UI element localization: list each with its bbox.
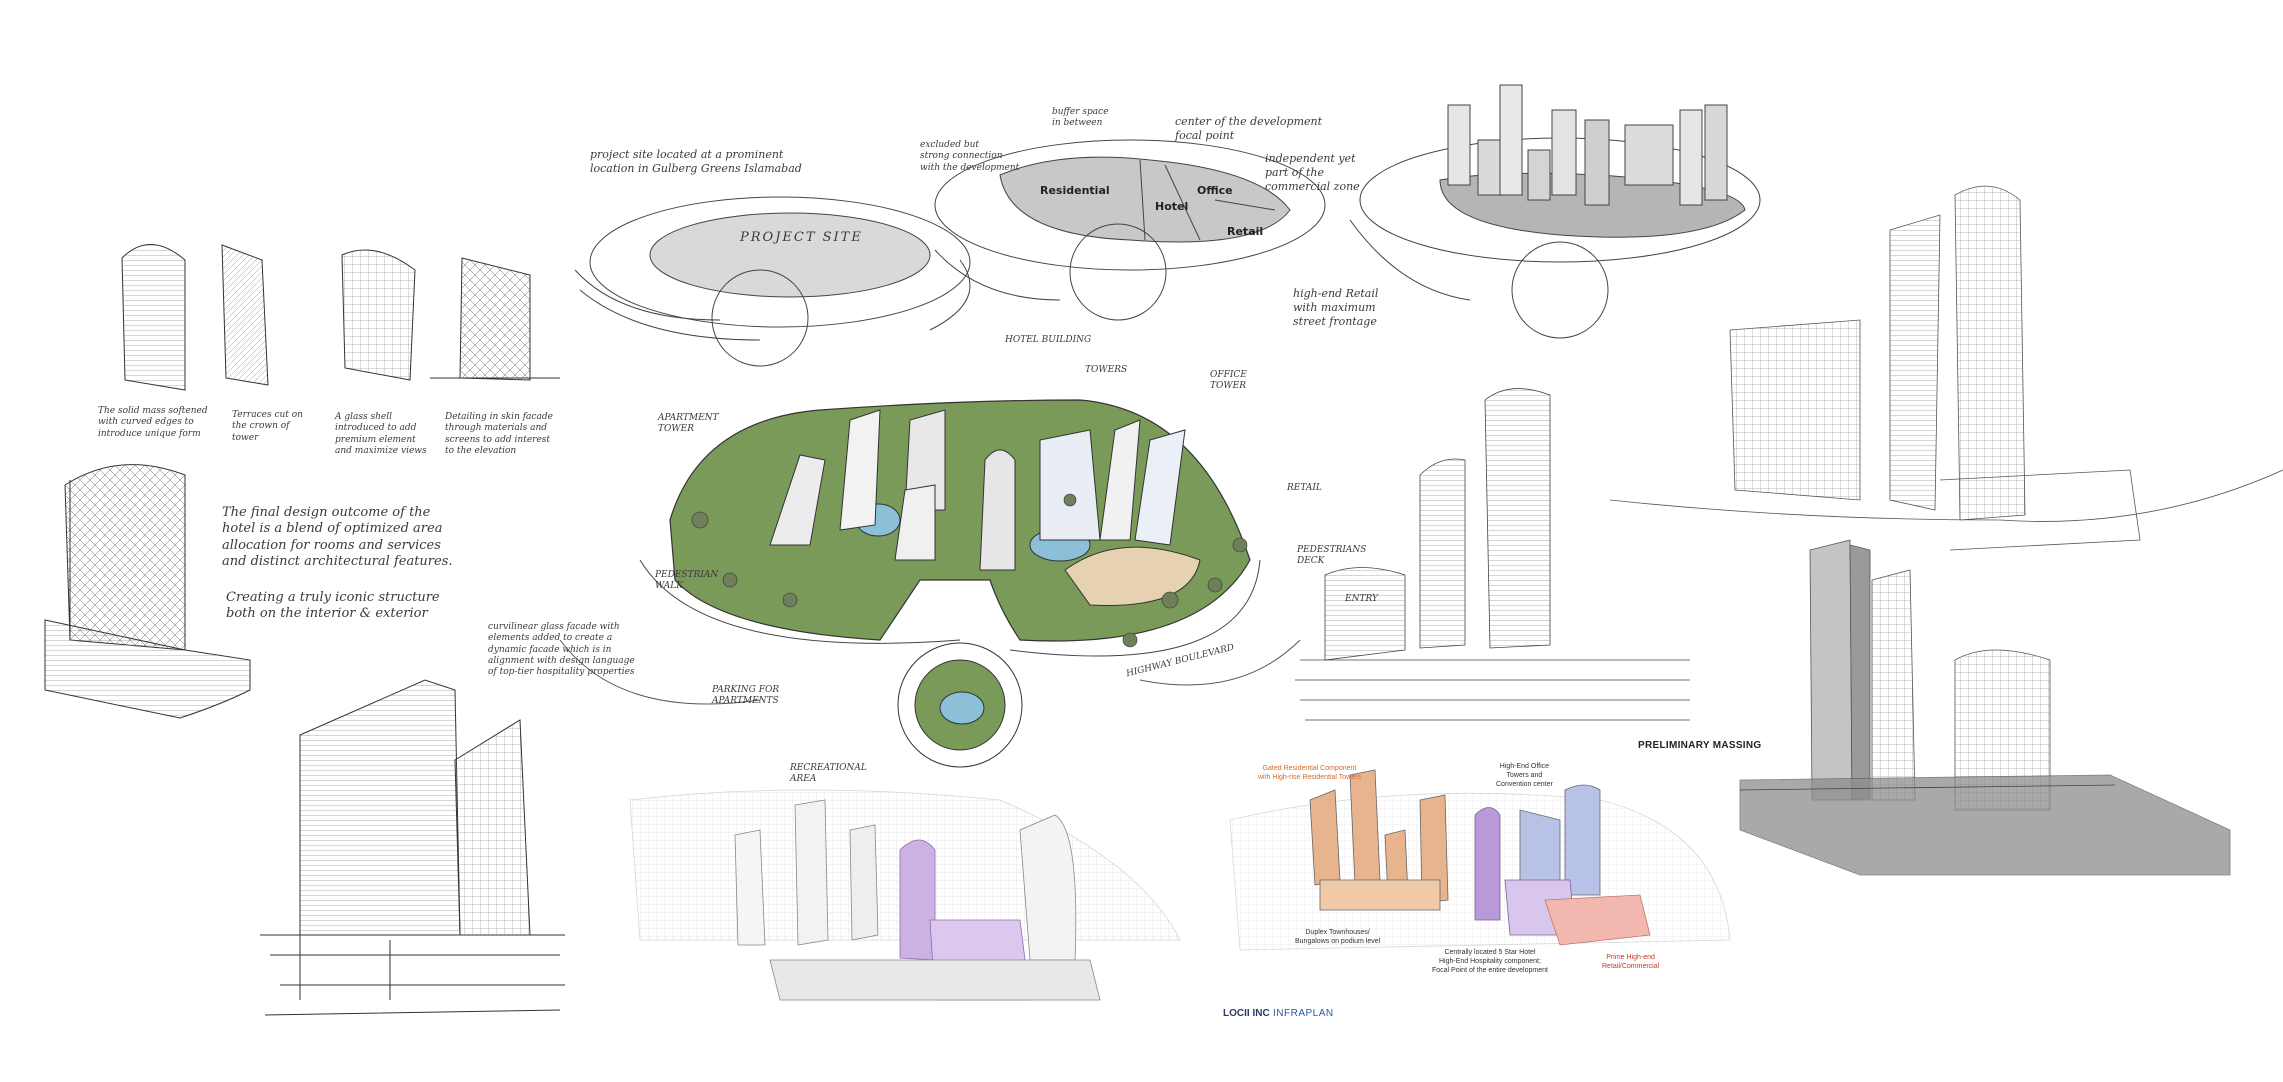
label-entry: ENTRY bbox=[1345, 594, 1378, 604]
tower-note-3: A glass shell introduced to add premium … bbox=[335, 412, 427, 456]
prime-retail-label: Prime High-end Retail/Commercial bbox=[1602, 954, 1660, 971]
independent-note: independent yet part of the commercial z… bbox=[1265, 152, 1360, 193]
label-apartment-tower: APARTMENT TOWER bbox=[658, 413, 719, 435]
label-towers: TOWERS bbox=[1085, 365, 1128, 375]
buffer-note: buffer space in between bbox=[1052, 107, 1109, 129]
zone-hotel: Hotel bbox=[1155, 200, 1189, 213]
center-note: center of the development focal point bbox=[1175, 115, 1323, 142]
colored-massing-model bbox=[1229, 769, 1731, 951]
infraplan-logo: INFRAPLAN bbox=[1273, 1008, 1334, 1019]
highend-office-label: High-End Office Towers and Convention ce… bbox=[1496, 763, 1553, 789]
zone-office: Office bbox=[1197, 184, 1233, 197]
label-hotel-building: HOTEL BUILDING bbox=[1005, 335, 1092, 345]
site-plan-2 bbox=[934, 139, 1326, 321]
facade-note: curvilinear glass facade with elements a… bbox=[488, 622, 635, 677]
site-plan-3-massing bbox=[1349, 84, 1761, 339]
label-pedestrian-walk: PEDESTRIAN WALK bbox=[655, 570, 719, 592]
project-site-label: PROJECT SITE bbox=[740, 230, 863, 245]
design-outcome-text: The final design outcome of the hotel is… bbox=[222, 505, 453, 569]
duplex-label: Duplex Townhouses/ Bungalows on podium l… bbox=[1295, 929, 1381, 946]
hotel-component-label: Centrally located 5 Star Hotel High-End … bbox=[1432, 949, 1548, 975]
zone-retail: Retail bbox=[1227, 225, 1264, 238]
gated-residential-label: Gated Residential Component with High-ri… bbox=[1258, 765, 1361, 782]
tower-perspective-middle bbox=[1295, 388, 1690, 721]
site-location-note: project site located at a prominent loca… bbox=[590, 148, 802, 175]
excluded-note: excluded but strong connection with the … bbox=[920, 140, 1020, 173]
white-massing-model bbox=[629, 789, 1181, 1001]
label-recreational: RECREATIONAL AREA bbox=[790, 763, 867, 785]
label-retail: RETAIL bbox=[1287, 483, 1322, 493]
zone-residential: Residential bbox=[1040, 184, 1110, 197]
highend-retail-note: high-end Retail with maximum street fron… bbox=[1293, 287, 1379, 328]
label-pedestrians-deck: PEDESTRIANS DECK bbox=[1297, 545, 1367, 567]
tower-render-right bbox=[1739, 539, 2231, 876]
tower-note-4: Detailing in skin facade through materia… bbox=[445, 412, 553, 456]
tower-note-2: Terraces cut on the crown of tower bbox=[232, 410, 303, 443]
tower-perspective-right bbox=[1609, 185, 2283, 551]
iconic-structure-text: Creating a truly iconic structure both o… bbox=[226, 590, 440, 622]
tower-form-sketches bbox=[121, 244, 560, 391]
site-plan-1 bbox=[574, 196, 971, 367]
hotel-sketch bbox=[44, 464, 251, 719]
tower-note-1: The solid mass softened with curved edge… bbox=[98, 406, 208, 439]
massing-title: PRELIMINARY MASSING bbox=[1638, 740, 1762, 751]
master-plan-sketch bbox=[559, 399, 1301, 768]
label-parking: PARKING FOR APARTMENTS bbox=[712, 685, 780, 707]
label-office-tower: OFFICE TOWER bbox=[1210, 370, 1247, 392]
loci-logo: LOCII INC bbox=[1223, 1008, 1270, 1019]
tower-perspective-sketch bbox=[260, 679, 565, 1016]
